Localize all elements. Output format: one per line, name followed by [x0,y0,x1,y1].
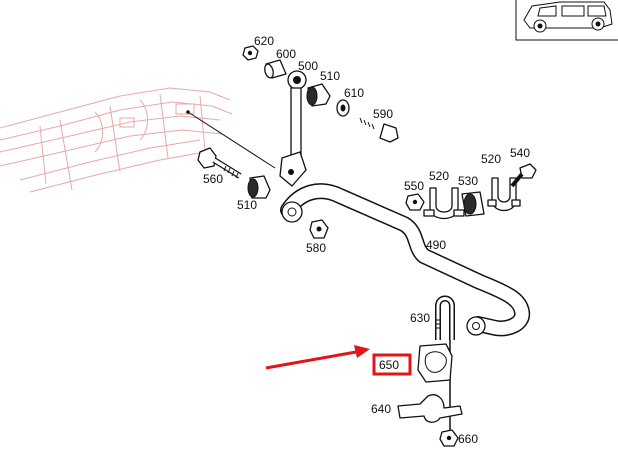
label-560: 560 [203,172,223,186]
vehicle-frame [0,87,233,193]
label-610: 610 [344,86,364,100]
label-490: 490 [426,238,446,252]
label-500: 500 [298,59,318,73]
part-620-nut[interactable] [242,45,259,61]
label-510-bottom: 510 [237,198,257,212]
part-500-link[interactable] [279,70,307,187]
vehicle-thumbnail [515,0,618,41]
label-640: 640 [371,402,391,416]
part-640-clamp-bracket[interactable] [397,394,463,423]
label-630: 630 [410,311,430,325]
label-650: 650 [379,358,399,372]
part-520-clamp-a[interactable] [423,187,465,220]
part-660-nut[interactable] [439,429,459,447]
part-560-bolt[interactable] [197,147,242,179]
label-530: 530 [458,174,478,188]
leader-line [187,111,276,169]
part-490-stabilizer-bar[interactable] [280,183,531,337]
part-530-bushing[interactable] [461,191,485,217]
part-650-bushing-block[interactable] [417,343,453,383]
label-600: 600 [276,47,296,61]
part-610-washer[interactable] [336,99,350,117]
part-510-bushing-bottom[interactable] [247,175,271,199]
label-520-a: 520 [429,169,449,183]
label-620: 620 [254,34,274,48]
part-540-bolt[interactable] [510,163,537,188]
part-600-bushing[interactable] [263,59,287,79]
label-580: 580 [306,241,326,255]
part-580-nut[interactable] [309,219,329,239]
highlight-arrow [265,345,370,370]
part-590-bolt[interactable] [355,116,399,143]
label-540: 540 [510,146,530,160]
label-660: 660 [458,432,478,446]
label-590: 590 [373,107,393,121]
label-510-top: 510 [320,69,340,83]
label-520-b: 520 [481,152,501,166]
part-520-clamp-b[interactable] [487,177,521,212]
part-510-bushing-top[interactable] [306,83,331,107]
highlight-box [372,353,412,376]
label-550: 550 [404,179,424,193]
part-550-nut[interactable] [405,193,425,211]
